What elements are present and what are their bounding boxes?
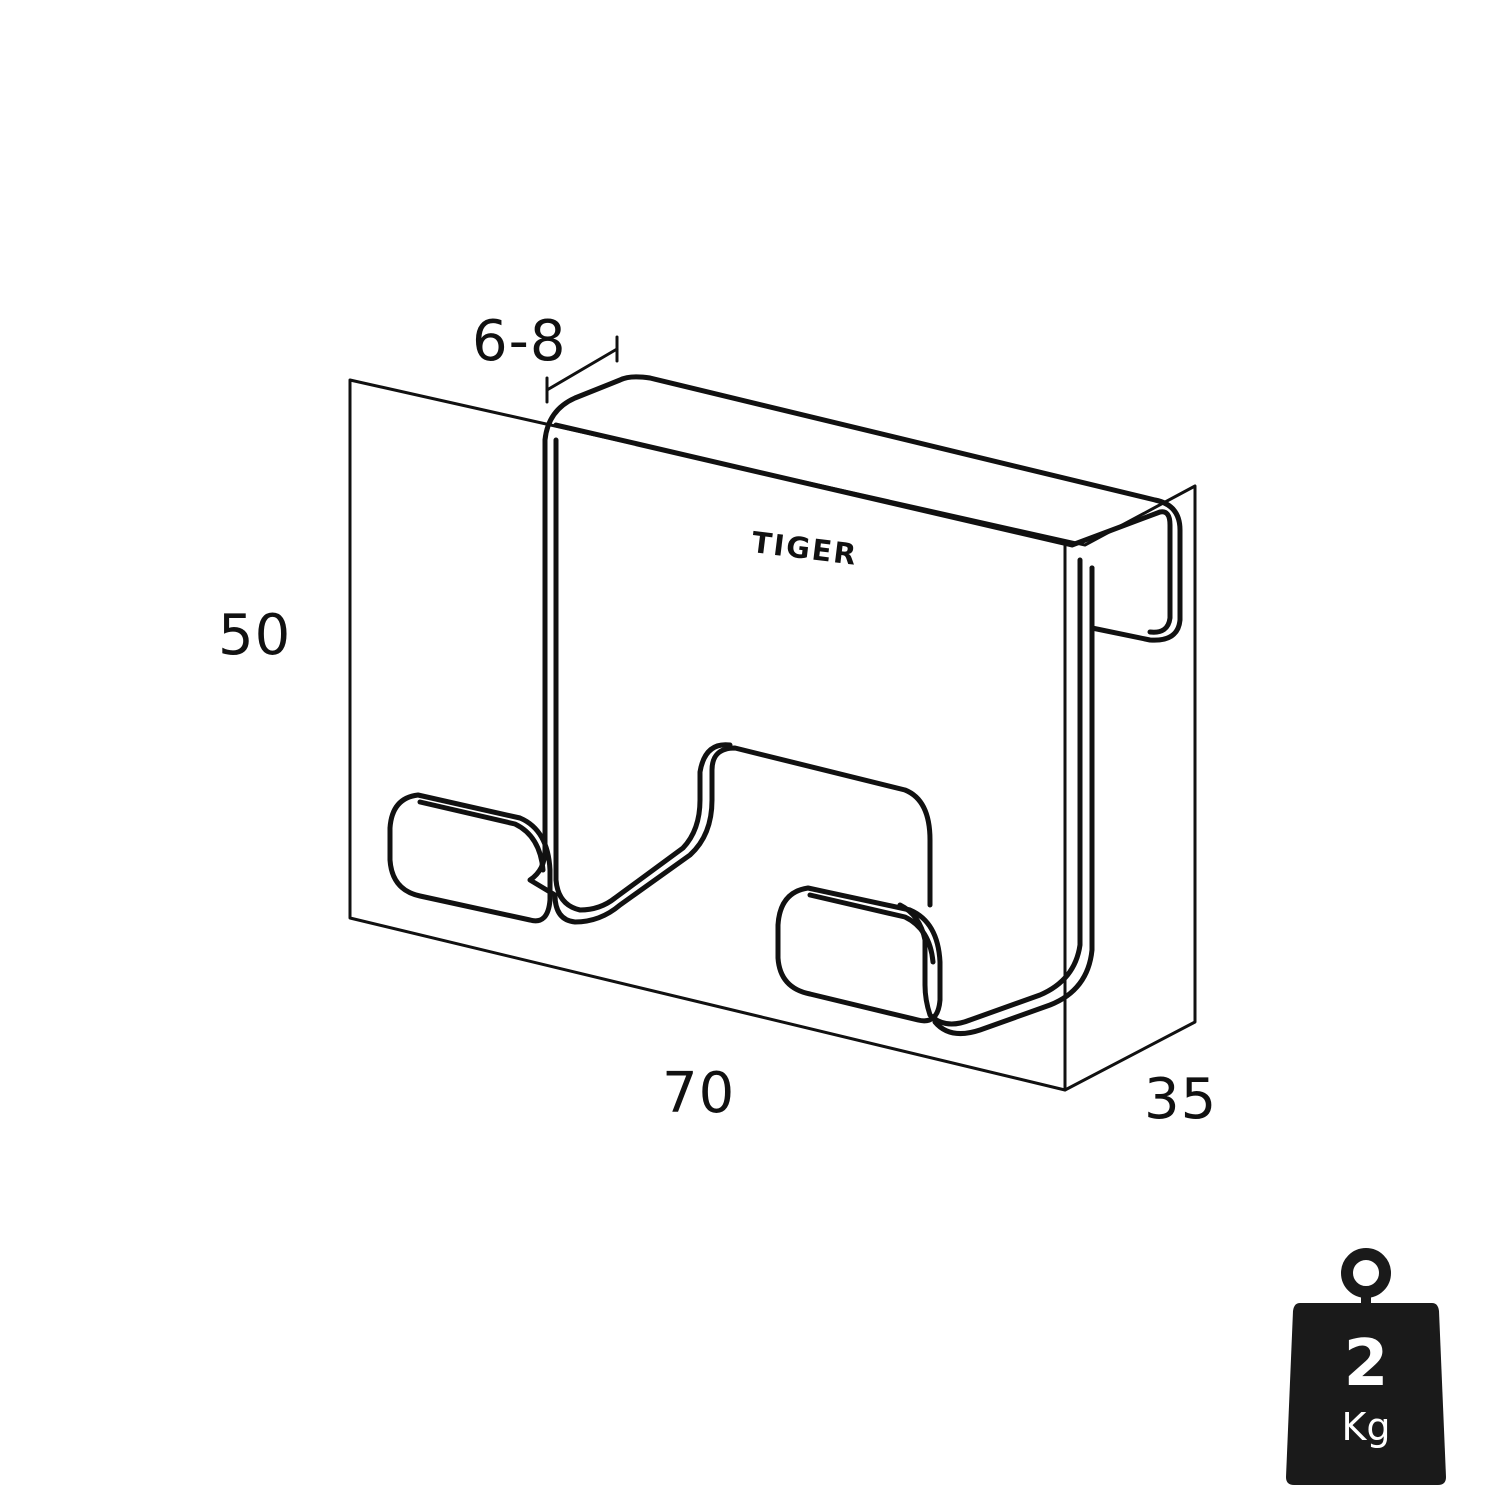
hook-top-bridge [542, 374, 1183, 643]
height-label: 50 [218, 603, 292, 668]
left-hook-pad [387, 792, 553, 924]
thickness-label: 6-8 [472, 309, 567, 374]
width-label: 70 [662, 1061, 736, 1126]
right-hook-pad [775, 885, 943, 1024]
depth-label: 35 [1144, 1067, 1218, 1132]
door-panel [348, 378, 1197, 1092]
load-unit: Kg [1341, 1405, 1391, 1449]
thickness-dimension-marker [545, 335, 619, 404]
weight-icon [1286, 1248, 1446, 1485]
load-value: 2 [1343, 1327, 1389, 1401]
load-capacity-badge: 2 Kg [1286, 1245, 1446, 1490]
